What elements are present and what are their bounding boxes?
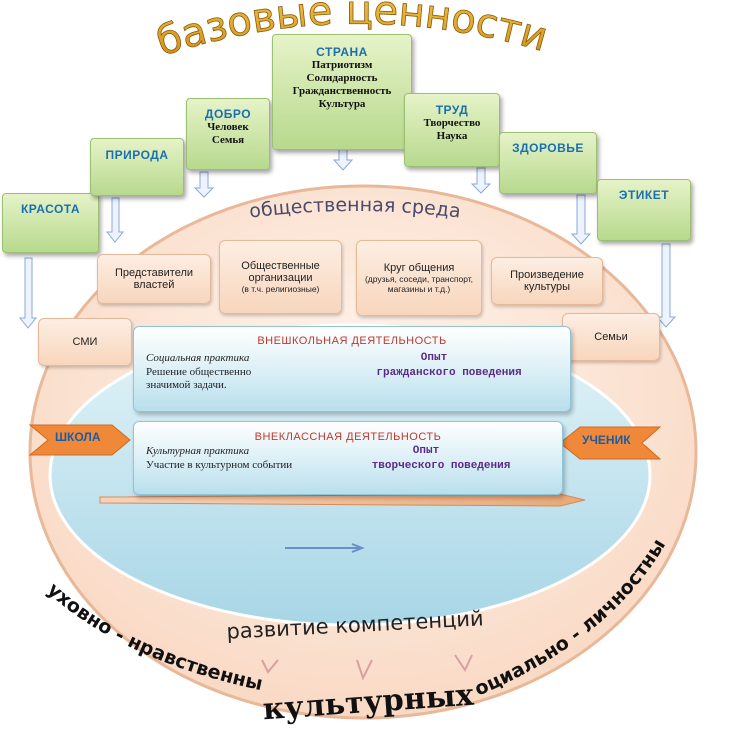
env-box-circle: Круг общения (друзья, соседи, транспорт,…: [356, 240, 482, 316]
value-item: Патриотизм: [311, 59, 373, 71]
value-title-krasota: КРАСОТА: [20, 202, 81, 216]
env-box-smi: СМИ: [38, 318, 132, 366]
outschool-result-1: Опыт: [420, 352, 448, 364]
down-arrow-priroda: [105, 197, 125, 243]
value-item: Солидарность: [306, 72, 378, 84]
env-box-note: (друзья, соседи, транспорт, магазины и т…: [364, 274, 474, 294]
env-box-label: Представители властей: [114, 267, 194, 291]
value-item: Культура: [318, 98, 366, 110]
down-arrow-zdorovye: [570, 194, 592, 245]
value-box-zdorovye: ЗДОРОВЬЕ: [499, 132, 597, 194]
env-box-culture: Произведение культуры: [491, 257, 603, 305]
down-arrow-dobro: [193, 171, 215, 198]
env-box-note: (в т.ч. религиозные): [241, 284, 320, 294]
env-box-label: Произведение культуры: [510, 269, 584, 293]
extracurricular-practice: Культурная практика: [146, 445, 250, 457]
value-box-dobro: ДОБРО Человек Семья: [186, 98, 270, 170]
bottom-chevron-right: [454, 654, 473, 673]
extracurricular-task: Участие в культурном событии: [146, 459, 293, 471]
bottom-chevron-center: [356, 659, 373, 681]
value-title-priroda: ПРИРОДА: [105, 148, 169, 162]
value-title-trud: ТРУД: [435, 103, 469, 117]
outschool-practice: Социальная практика: [146, 352, 250, 364]
down-arrow-etiket: [655, 243, 677, 328]
school-arrow-shape: [28, 424, 131, 456]
value-box-priroda: ПРИРОДА: [90, 138, 184, 196]
value-box-trud: ТРУД Творчество Наука: [404, 93, 500, 167]
student-label: УЧЕНИК: [582, 433, 631, 447]
small-blue-arrow: [285, 543, 365, 553]
school-label: ШКОЛА: [55, 430, 101, 444]
env-box-label: Семьи: [594, 331, 628, 343]
value-box-etiket: ЭТИКЕТ: [597, 179, 691, 241]
down-arrow-krasota: [18, 257, 38, 329]
value-item: Человек: [207, 121, 249, 133]
env-box-family: Семьи: [562, 313, 660, 361]
down-arrow-trud: [470, 167, 492, 194]
extracurricular-result-1: Опыт: [412, 445, 440, 457]
outschool-heading: ВНЕШКОЛЬНАЯ ДЕЯТЕЛЬНОСТЬ: [257, 335, 447, 347]
value-item: Наука: [436, 130, 468, 142]
value-title-dobro: ДОБРО: [204, 107, 252, 121]
outschool-result-2: гражданского поведения: [376, 367, 522, 379]
env-box-label: Круг общения: [383, 262, 455, 274]
extracurricular-panel: ВНЕКЛАССНАЯ ДЕЯТЕЛЬНОСТЬ Культурная прак…: [133, 421, 563, 495]
env-box-organizations: Общественные организации (в т.ч. религио…: [219, 240, 342, 314]
value-title-zdorovye: ЗДОРОВЬЕ: [512, 141, 584, 155]
value-item: Семья: [211, 134, 245, 146]
env-box-label: Общественные организации: [241, 260, 320, 284]
extracurricular-heading: ВНЕКЛАССНАЯ ДЕЯТЕЛЬНОСТЬ: [254, 431, 442, 443]
env-box-authorities: Представители властей: [97, 254, 211, 304]
student-arrow-shape: [559, 426, 662, 460]
value-title-strana: СТРАНА: [316, 45, 368, 59]
value-title-etiket: ЭТИКЕТ: [618, 188, 670, 202]
value-box-krasota: КРАСОТА: [2, 193, 99, 253]
value-box-strana: СТРАНА Патриотизм Солидарность Гражданст…: [272, 34, 412, 150]
value-item: Гражданственность: [292, 85, 392, 97]
bottom-chevron-left: [261, 659, 279, 674]
extracurricular-result-2: творческого поведения: [371, 460, 511, 472]
outschool-panel: ВНЕШКОЛЬНАЯ ДЕЯТЕЛЬНОСТЬ Социальная прак…: [133, 326, 571, 412]
env-box-label: СМИ: [72, 336, 98, 348]
outschool-task: Решение общественно значимой задачи.: [146, 366, 252, 391]
value-item: Творчество: [423, 117, 481, 129]
